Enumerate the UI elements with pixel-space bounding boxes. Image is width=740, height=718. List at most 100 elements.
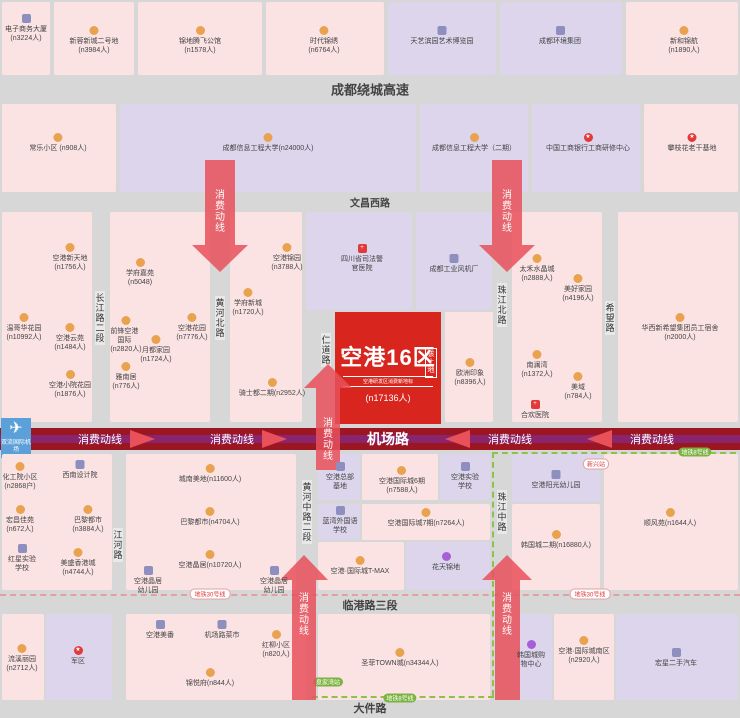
poi[interactable]: 空港实验学校 [450, 462, 480, 491]
road-label-renhe: 仁道路 [321, 333, 331, 367]
poi[interactable]: 天艺滨园艺术博览园 [411, 26, 474, 46]
poi[interactable]: 学府新城(n1720人) [232, 288, 264, 317]
hero-subtitle: 空港研发区消费新地标 [343, 376, 433, 387]
poi[interactable]: 空港美番 [146, 620, 174, 640]
poi[interactable]: 华西新希望集团员工宿舍(n2000人) [642, 313, 719, 342]
poi[interactable]: 顺风苑(n1644人) [644, 508, 696, 528]
block [54, 2, 134, 75]
poi-name: 新蓉新城二号地 [69, 38, 119, 45]
poi[interactable]: 巴黎都市(n3884人) [72, 505, 104, 534]
poi[interactable]: 新蓉新城二号地(n3984人) [70, 26, 119, 55]
flow-label: 消费动线 [488, 434, 532, 446]
poi[interactable]: 空港晶居(n10720人) [178, 550, 242, 570]
poi[interactable]: 空港晶居幼儿园 [259, 566, 289, 595]
poi[interactable]: 美盛香港城(n4744人) [61, 548, 96, 577]
poi[interactable]: 花天锦地 [432, 552, 460, 572]
poi-count: (n11600人) [206, 476, 242, 483]
flow-label: 消费动线 [502, 593, 512, 637]
poi-name: 学府新城 [233, 300, 262, 307]
poi[interactable]: +四川省司法警官医院 [338, 244, 386, 273]
airport-marker[interactable]: ✈ 双流国际机场 [1, 418, 31, 458]
poi[interactable]: 宏星二手汽车 [655, 648, 697, 668]
poi-count: (n1484人) [54, 344, 86, 351]
poi-name: 圣菲TOWN城 [361, 660, 404, 667]
poi[interactable]: 锦悦府(n844人) [186, 668, 234, 688]
poi[interactable]: 空港花园(n7776人) [176, 313, 208, 342]
poi[interactable]: 成都环境集团 [539, 26, 581, 46]
home-icon [679, 26, 689, 35]
poi[interactable]: 月都家园(n1724人) [140, 335, 172, 364]
poi[interactable]: 空港新天地(n1756人) [53, 243, 88, 272]
poi[interactable]: 前锋空港国际(n2820人) [110, 316, 142, 354]
poi[interactable]: 美好家园(n4196人) [562, 274, 594, 303]
poi-name: 花天锦地 [432, 564, 460, 571]
poi[interactable]: 成都信息工程大学（二期） [432, 133, 516, 153]
poi[interactable]: ★攀枝花老干基地 [668, 133, 717, 153]
poi[interactable]: 电子商务大厦(n3224人) [5, 14, 47, 43]
poi[interactable]: 空港国际城7期(n7264人) [387, 508, 465, 528]
poi-name: 美好家园 [563, 286, 592, 293]
poi[interactable]: 空港国际城6期(n7588人) [379, 466, 425, 495]
flow-label: 消费动线 [323, 418, 333, 462]
poi-count: (n3224人) [10, 35, 42, 42]
poi[interactable]: 骑士都二期(n2952人) [239, 378, 305, 398]
poi-count: (n1876人) [54, 391, 86, 398]
home-icon [532, 350, 542, 359]
poi-name: 常乐小区 [29, 145, 58, 152]
poi-name: 宏星二手汽车 [655, 660, 697, 667]
poi[interactable]: 化工院小区(n2868户) [3, 462, 38, 491]
poi[interactable]: 圣菲TOWN城(n34344人) [361, 648, 439, 668]
block [2, 614, 44, 700]
poi[interactable]: 空港总部基地 [325, 462, 355, 491]
block [266, 2, 384, 75]
poi[interactable]: 空港云苑(n1484人) [54, 323, 86, 352]
poi[interactable]: 机场路菜市 [205, 620, 240, 640]
poi[interactable]: 空港阳光幼儿园 [532, 470, 581, 490]
poi[interactable]: 红柳小区(n820人) [262, 630, 290, 659]
poi[interactable]: 学府嘉苑(n5048) [126, 258, 154, 287]
poi[interactable]: 韩国城购物中心 [516, 640, 546, 669]
poi[interactable]: 空港小院花园(n1876人) [49, 370, 91, 399]
block [120, 104, 416, 192]
poi[interactable]: 西南设计院 [63, 460, 98, 480]
poi[interactable]: 城南美地(n11600人) [179, 464, 242, 484]
poi[interactable]: ★军区 [71, 646, 85, 666]
poi[interactable]: 巴黎都市(n4704人) [180, 507, 240, 527]
poi[interactable]: 温哥华花园(n10992人) [6, 313, 42, 342]
poi[interactable]: 蓝湾外国语学校 [320, 506, 360, 535]
poi[interactable]: 空港·国际城南区(n2920人) [558, 636, 610, 665]
hero-project-block[interactable]: 空港16区 空港研发区消费新地标 (n17136人) 该土地 [335, 312, 441, 424]
station-tag[interactable]: 新兴站 [582, 458, 610, 470]
block [318, 614, 490, 700]
home-icon [579, 636, 589, 645]
station-tag[interactable]: 泉家湾站 [312, 677, 344, 687]
poi[interactable]: ★中国工商银行工商研修中心 [546, 133, 630, 153]
poi[interactable]: 欧洲印象(n8396人) [454, 358, 486, 387]
poi[interactable]: 红星实验学校 [8, 544, 36, 573]
poi[interactable]: 时代锦绣(n6764人) [308, 26, 340, 55]
poi[interactable]: 空港·国际城T-MAX [331, 556, 389, 576]
poi[interactable]: +合欢医院 [521, 400, 549, 420]
poi[interactable]: 宏昌佳苑(n672人) [6, 505, 34, 534]
road-label-wenchang-west: 文昌西路 [346, 194, 394, 210]
poi-count: (n820人) [262, 651, 290, 658]
poi[interactable]: 太禾水晶城(n2888人) [520, 254, 555, 283]
poi[interactable]: 雅南居(n776人) [112, 362, 140, 391]
home-icon [532, 254, 542, 263]
poi[interactable]: 南澜湾(n1372人) [521, 350, 553, 379]
shop-icon [526, 640, 536, 649]
metro-line-8 [492, 452, 736, 454]
poi[interactable]: 成都信息工程大学(n24000人) [222, 133, 314, 153]
home-icon [195, 26, 205, 35]
poi[interactable]: 新和锦航(n1890人) [668, 26, 700, 55]
poi[interactable]: 美域(n784人) [564, 372, 592, 401]
poi[interactable]: 常乐小区 (n908人) [29, 133, 87, 153]
poi[interactable]: 锦地腾飞公馆(n1578人) [179, 26, 221, 55]
poi[interactable]: 韩国城二期(n16880人) [521, 530, 591, 550]
poi[interactable]: 空港晶居幼儿园 [133, 566, 163, 595]
poi[interactable]: 流溪丽园(n2712人) [6, 644, 38, 673]
poi[interactable]: 空港锦园(n3788人) [271, 243, 303, 272]
poi-name: 空港新天地 [52, 255, 88, 262]
poi[interactable]: 成都工业风机厂 [430, 254, 479, 274]
